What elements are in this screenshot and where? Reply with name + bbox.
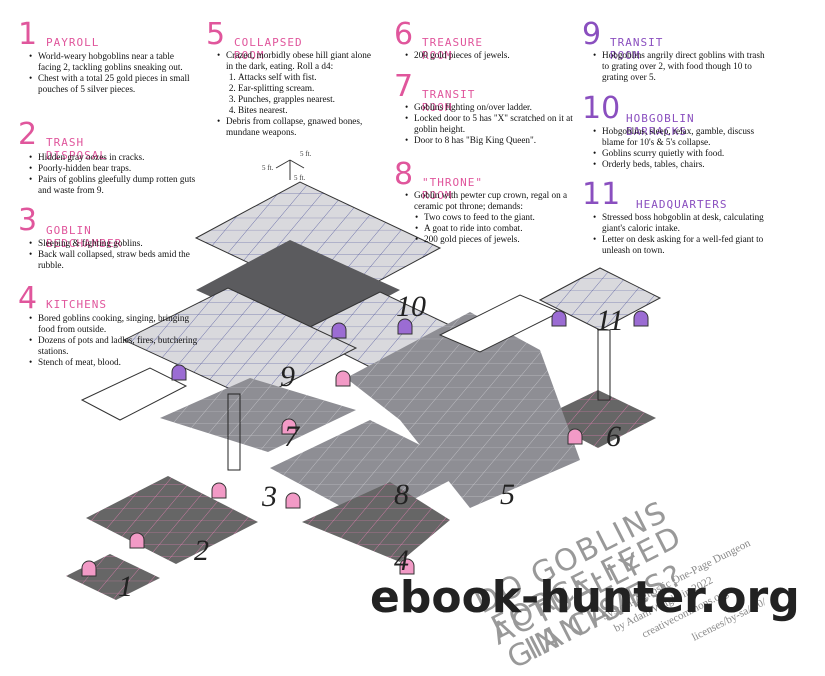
room-slope (346, 312, 580, 508)
map-label-9: 9 (280, 360, 295, 393)
ladder (227, 393, 241, 471)
map-label-10: 10 (396, 290, 426, 323)
list-item: Debris from collapse, gnawed bones, mund… (217, 116, 376, 138)
list-item: Door to 8 has "Big King Queen". (405, 135, 580, 146)
room-kitchen-lattice (80, 367, 188, 421)
section-number: 7 (394, 69, 414, 104)
section-number: 1 (18, 17, 38, 52)
list-item: Back wall collapsed, straw beds amid the… (29, 249, 198, 271)
list-item: Crazed, morbidly obese hill giant alone … (217, 50, 376, 72)
map-label-11: 11 (596, 304, 624, 337)
scale-label-2: 5 ft. (262, 164, 274, 172)
room-2-floor (86, 476, 258, 564)
section-title: KITCHENS (46, 298, 107, 311)
list-item: Orderly beds, tables, chairs. (593, 159, 770, 170)
section-number: 11 (582, 177, 621, 212)
dungeon-map: 1 2 3 4 5 6 7 8 9 10 11 5 ft. 5 ft. 5 ft… (66, 150, 662, 603)
room-1-floor (66, 554, 160, 600)
room-6-floor (540, 390, 656, 448)
room-11-floor (538, 267, 662, 331)
list-item: Sleeping & fighting goblins. (29, 238, 198, 249)
map-label-2: 2 (194, 534, 209, 567)
list-item: Goblin with pewter cup crown, regal on a… (405, 190, 570, 212)
list-item: Stench of meat, blood. (29, 357, 198, 368)
map-label-5: 5 (500, 478, 515, 511)
watermark: ebook-hunter.org (370, 572, 800, 623)
section-number: 5 (206, 17, 226, 52)
map-label-6: 6 (606, 420, 621, 453)
ladder (597, 329, 611, 401)
room-4-floor (302, 482, 450, 562)
list-item: Bored goblins cooking, singing, bringing… (29, 313, 198, 335)
d4-item: Attacks self with fist. (238, 72, 376, 83)
room-8-floor (270, 420, 470, 522)
list-item: Goblins scurry quietly with food. (593, 148, 770, 159)
list-item: World-weary hobgoblins near a table faci… (29, 51, 198, 73)
scale-label-3: 5 ft. (300, 150, 312, 158)
section-number: 10 (582, 91, 621, 126)
list-item: Hobgoblins angrily direct goblins with t… (593, 50, 770, 83)
map-label-4: 4 (394, 544, 409, 577)
list-item: Locked door to 5 has "X" scratched on it… (405, 113, 580, 135)
d4-item: Bites nearest. (238, 105, 376, 116)
d4-item: Punches, grapples nearest. (238, 94, 376, 105)
list-item: Pairs of goblins gleefully dump rotten g… (29, 174, 198, 196)
list-item: 200 gold pieces of jewels. (405, 50, 574, 61)
room-7-floor (160, 378, 356, 452)
list-item: Hobgoblins, sleep, relax, gamble, discus… (593, 126, 770, 148)
list-item: Hidden gray oozes in cracks. (29, 152, 198, 163)
d4-item: Ear-splitting scream. (238, 83, 376, 94)
sub-item: 200 gold pieces of jewels. (415, 234, 570, 245)
section-number: 8 (394, 157, 414, 192)
list-item: Letter on desk asking for a well-fed gia… (593, 234, 770, 256)
scale-indicator: 5 ft. 5 ft. 5 ft. (262, 150, 312, 182)
map-label-3: 3 (261, 480, 277, 513)
section-number: 3 (18, 203, 38, 238)
section-number: 6 (394, 17, 414, 52)
scale-label-1: 5 ft. (294, 174, 306, 182)
list-item: Goblins fighting on/over ladder. (405, 102, 580, 113)
list-item: Dozens of pots and ladles, fires, butche… (29, 335, 198, 357)
list-item: Chest with a total 25 gold pieces in sma… (29, 73, 198, 95)
map-label-8: 8 (394, 478, 409, 511)
sub-item: Two cows to feed to the giant. (415, 212, 570, 223)
list-item: Poorly-hidden bear traps. (29, 163, 198, 174)
section-title: HEADQUARTERS (636, 198, 728, 211)
section-number: 4 (18, 281, 38, 316)
section-number: 9 (582, 17, 602, 52)
map-label-7: 7 (284, 420, 301, 453)
map-label-1: 1 (118, 570, 133, 603)
sub-item: A goat to ride into combat. (415, 223, 570, 234)
section-number: 2 (18, 117, 38, 152)
section-title: PAYROLL (46, 36, 100, 49)
list-item: Stressed boss hobgoblin at desk, calcula… (593, 212, 770, 234)
